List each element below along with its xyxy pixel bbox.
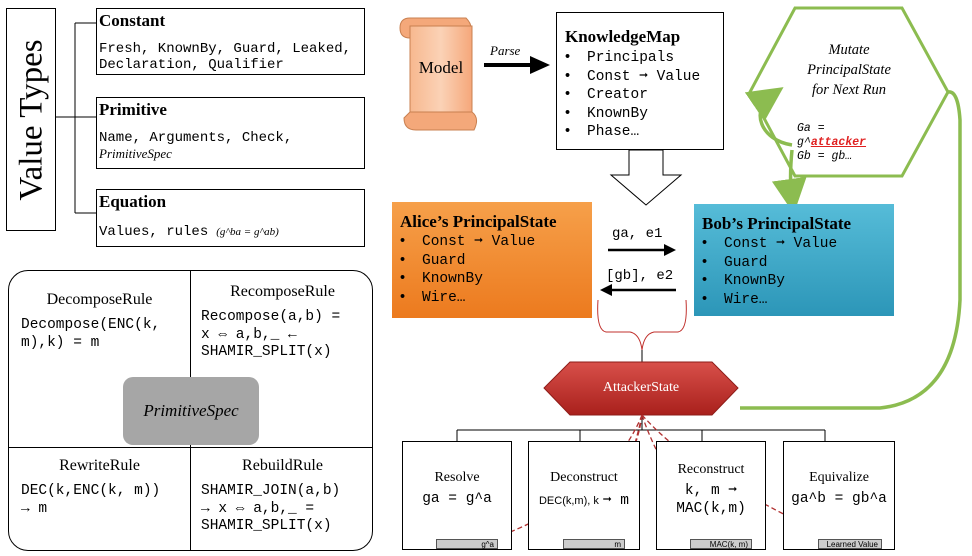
deconstruct-box: Deconstruct DEC(k,m), k ➞ m [528,441,640,550]
equation-body: Values, rules [99,224,209,240]
model-label: Model [418,58,464,77]
bob-item: Wire… [702,291,894,310]
reconstruct-code: k, m ➞ MAC(k,m) [676,483,746,517]
deconstruct-code-prefix: DEC(k,m), k [538,495,599,507]
primitive-body: Name, Arguments, Check, [99,130,293,146]
equivalize-box: Equivalize ga^b = gb^a [783,441,895,550]
knowledge-map-box: KnowledgeMap Principals Const ➞ Value Cr… [556,12,724,150]
rewrite-rule-code: DEC(k,ENC(k, m)) → m [21,483,161,517]
bob-item: Const ➞ Value [702,235,894,254]
primitive-spec-center: PrimitiveSpec [123,377,259,445]
constant-body: Fresh, KnownBy, Guard, Leaked, Declarati… [99,41,352,73]
rebuild-rule-code: SHAMIR_JOIN(a,b) → x ⇔ a,b,_ = SHAMIR_SP… [201,483,341,534]
bob-item: KnownBy [702,272,894,291]
message-backward-label: [gb], e2 [606,268,674,284]
primitive-body-italic: PrimitiveSpec [99,146,172,161]
resolve-title: Resolve [434,470,480,485]
primitive-title: Primitive [99,100,167,119]
resolve-code: ga = g^a [422,491,492,507]
mutate-code: Ga = g^attacker Gb = gb… [797,122,866,164]
recompose-rule-code: Recompose(a,b) = x ⇔ a,b,_ ← SHAMIR_SPLI… [201,309,341,360]
decompose-rule-title: DecomposeRule [46,291,153,308]
rewrite-rule-title: RewriteRule [59,457,140,474]
hollow-down-arrow [609,149,683,206]
equation-title: Equation [99,192,167,211]
mutate-line: for Next Run [811,82,887,98]
decompose-rule-cell: DecomposeRule Decompose(ENC(k, m),k) = m [9,291,190,352]
value-types-title-box: Value Types [6,8,56,231]
equation-box: Equation Values, rules (g^ba = g^ab) [96,189,365,247]
mutate-code-line: Gb = gb… [797,150,853,163]
decompose-rule-code: Decompose(ENC(k, m),k) = m [21,317,161,351]
message-forward-label: ga, e1 [612,226,663,242]
reconstruct-tag: MAC(k, m) [690,539,752,549]
mutate-code-line-2: g^attacker [797,136,867,149]
mutate-text: Mutate PrincipalState for Next Run [790,40,908,100]
model-scroll-shape [399,17,478,131]
knowledge-map-item: Creator [565,86,723,105]
deconstruct-tag: m [563,539,625,549]
rebuild-rule-cell: RebuildRule SHAMIR_JOIN(a,b) → x ⇔ a,b,_… [191,457,372,536]
parse-arrow [484,56,550,74]
resolve-tag: g^a [436,539,498,549]
parse-label: Parse [490,43,521,58]
mutate-line: PrincipalState [807,62,891,78]
value-types-title: Value Types [13,39,50,201]
alice-item: Const ➞ Value [400,233,592,252]
constant-box: Constant Fresh, KnownBy, Guard, Leaked, … [96,8,365,75]
bob-item: Guard [702,254,894,273]
knowledge-map-item: Const ➞ Value [565,68,723,87]
primitive-box: Primitive Name, Arguments, Check, Primit… [96,97,365,169]
equivalize-code: ga^b = gb^a [791,491,887,507]
rewrite-rule-cell: RewriteRule DEC(k,ENC(k, m)) → m [9,457,190,518]
equivalize-title: Equivalize [809,470,869,485]
alice-item: Guard [400,252,592,271]
attacker-state-label: AttackerState [602,380,680,395]
knowledge-map-item: Principals [565,49,723,68]
alice-item: Wire… [400,289,592,308]
resolve-box: Resolve ga = g^a [402,441,512,550]
knowledge-map-item: Phase… [565,123,723,142]
bob-principal-state: Bob’s PrincipalState Const ➞ Value Guard… [694,204,894,316]
rebuild-rule-title: RebuildRule [242,457,323,474]
feedback-arrows [740,87,962,410]
attacker-state-shape [543,361,739,416]
reconstruct-box: Reconstruct k, m ➞ MAC(k,m) [656,441,766,550]
recompose-rule-cell: RecomposeRule Recompose(a,b) = x ⇔ a,b,_… [191,283,372,362]
value-types-bracket [55,22,96,214]
mutate-code-line: Ga = [797,122,825,135]
mutate-line: Mutate [828,42,870,58]
knowledge-map-title: KnowledgeMap [565,27,681,46]
recompose-rule-title: RecomposeRule [230,283,335,300]
deconstruct-code-suffix: ➞ m [602,493,630,509]
equivalize-tag: Learned Value [818,539,882,549]
primitive-spec-panel: DecomposeRule Decompose(ENC(k, m),k) = m… [8,270,373,551]
reconstruct-title: Reconstruct [677,462,745,477]
primitive-spec-center-label: PrimitiveSpec [143,401,239,420]
knowledge-map-item: KnownBy [565,105,723,124]
join-brace [597,299,687,351]
alice-title: Alice’s PrincipalState [400,212,557,231]
equation-formula: (g^ba = g^ab) [216,226,279,238]
message-arrows [600,244,676,296]
constant-title: Constant [99,11,166,30]
attacker-highlight: attacker [810,136,867,149]
alice-item: KnownBy [400,270,592,289]
bob-title: Bob’s PrincipalState [702,214,852,233]
deconstruct-title: Deconstruct [550,470,618,485]
alice-principal-state: Alice’s PrincipalState Const ➞ Value Gua… [392,202,592,318]
attacker-tree-lines [456,350,826,441]
